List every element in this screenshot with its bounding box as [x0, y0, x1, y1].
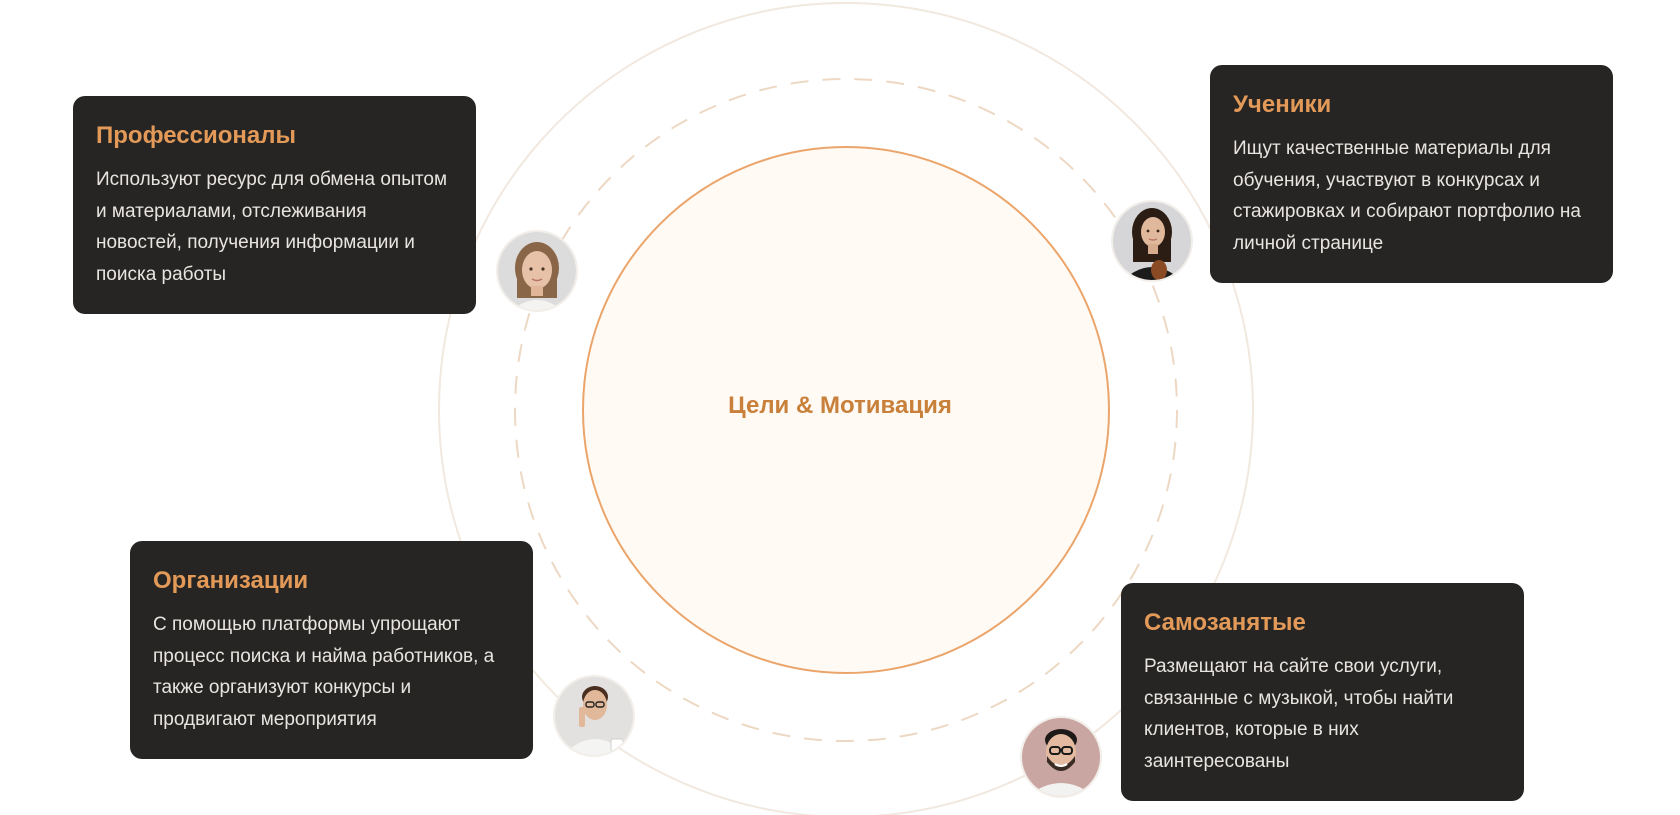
- outer-ring: [438, 2, 1254, 815]
- inner-circle: [582, 146, 1110, 674]
- card-organizations: Организации С помощью платформы упрощают…: [130, 541, 533, 759]
- center-title: Цели & Мотивация: [728, 392, 952, 419]
- man-on-phone-avatar-icon: [555, 677, 633, 755]
- card-text-self-employed: Размещают на сайте свои услуги, связанны…: [1144, 656, 1454, 772]
- man-with-glasses-avatar-icon: [1022, 718, 1100, 796]
- card-title-professionals: Профессионалы: [96, 122, 296, 149]
- card-text-students: Ищут качественные материалы для обучения…: [1233, 138, 1581, 254]
- card-title-students: Ученики: [1233, 91, 1332, 118]
- card-professionals: Профессионалы Используют ресурс для обме…: [73, 96, 476, 314]
- card-title-self-employed: Самозанятые: [1144, 609, 1306, 636]
- card-text-professionals: Используют ресурс для обмена опытом и ма…: [96, 169, 448, 285]
- violinist-portrait-avatar-icon: [1113, 202, 1191, 280]
- card-self-employed: Самозанятые Размещают на сайте свои услу…: [1121, 583, 1524, 801]
- card-students: Ученики Ищут качественные материалы для …: [1210, 65, 1613, 283]
- dashed-ring: [514, 78, 1178, 742]
- woman-portrait-avatar-icon: [498, 232, 576, 310]
- card-title-organizations: Организации: [153, 567, 309, 594]
- card-text-organizations: С помощью платформы упрощают процесс пои…: [153, 614, 495, 730]
